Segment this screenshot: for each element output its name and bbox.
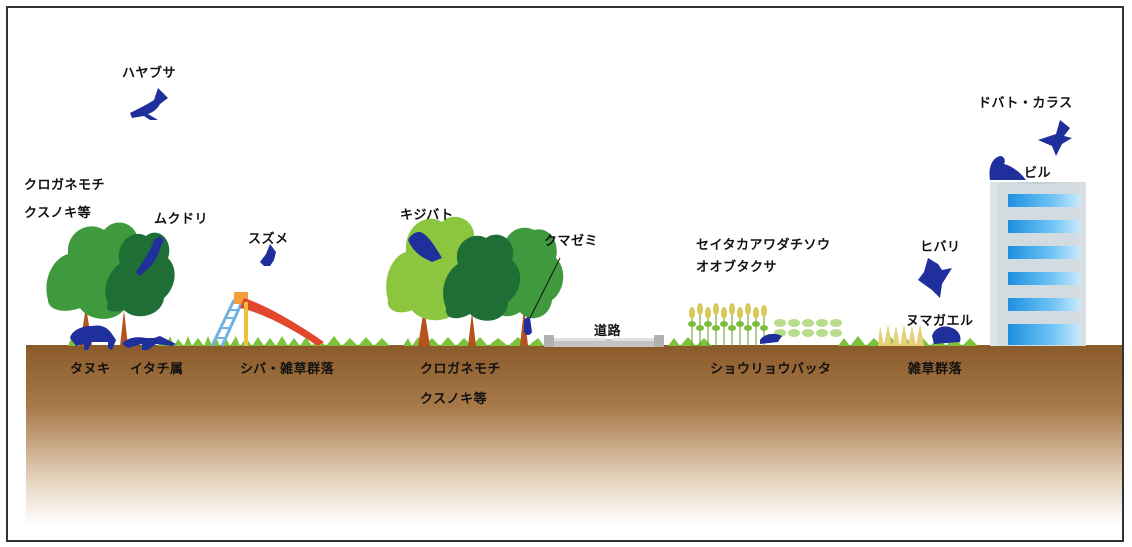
weasel-icon — [122, 336, 176, 350]
turtle-dove-icon — [408, 232, 442, 262]
soil — [26, 345, 1122, 525]
pigeon-icon — [989, 156, 1026, 180]
label-shouryou: ショウリョウバッタ — [710, 362, 832, 377]
label-suzume: スズメ — [248, 232, 289, 247]
crow-icon — [1038, 120, 1072, 156]
frog-icon — [932, 326, 961, 344]
tall-weeds — [688, 303, 924, 346]
label-douro: 道路 — [594, 324, 622, 339]
label-shiba: シバ・雑草群落 — [240, 362, 335, 377]
label-hayabusa: ハヤブサ — [122, 66, 177, 81]
grasshopper-icon — [760, 333, 782, 344]
label-zassou: 雑草群落 — [908, 362, 963, 377]
label-kurogane-left-1: クロガネモチ — [24, 178, 106, 193]
label-dobato-karasu: ドバト・カラス — [978, 96, 1073, 111]
label-mukudori: ムクドリ — [154, 212, 209, 227]
cicada-leader-line — [529, 257, 561, 319]
urban-ecosystem-scene — [26, 88, 1122, 525]
slide-icon — [210, 292, 324, 347]
label-tanuki: タヌキ — [70, 362, 111, 377]
raccoon-dog-icon — [70, 325, 116, 350]
label-kumazemi: クマゼミ — [544, 234, 599, 249]
cicada-icon — [524, 317, 532, 335]
label-hibari: ヒバリ — [920, 240, 961, 255]
diagram-frame: ハヤブサ ドバト・カラス ビル クロガネモチ クスノキ等 ムクドリ スズメ キジ… — [6, 6, 1124, 542]
label-kurogane-center-2: クスノキ等 — [420, 392, 488, 407]
label-numagaeru: ヌマガエル — [906, 314, 974, 329]
label-seitaka-1: セイタカアワダチソウ — [696, 238, 831, 253]
sparrow-icon — [260, 244, 276, 266]
label-kijibato: キジバト — [400, 208, 454, 223]
building — [990, 182, 1086, 346]
label-itachi: イタチ属 — [130, 362, 184, 377]
falcon-icon — [130, 88, 168, 120]
label-kurogane-center-1: クロガネモチ — [420, 362, 502, 377]
label-seitaka-2: オオブタクサ — [696, 260, 778, 275]
starling-icon — [136, 236, 164, 276]
label-kurogane-left-2: クスノキ等 — [24, 206, 92, 221]
skylark-icon — [918, 258, 952, 298]
road — [544, 335, 664, 347]
label-biru: ビル — [1024, 166, 1052, 181]
